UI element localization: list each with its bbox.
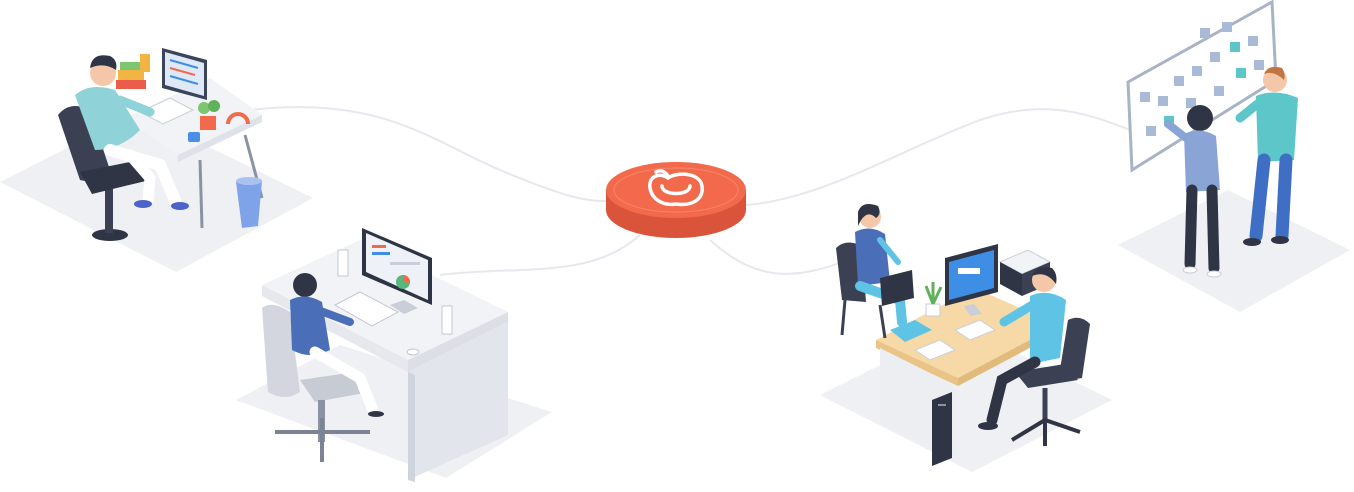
monitor-stand xyxy=(964,304,982,316)
sticky-note xyxy=(1210,52,1220,62)
monitor-stand xyxy=(390,300,418,314)
book xyxy=(118,70,144,80)
person-shirt xyxy=(1030,292,1066,364)
connector-developer xyxy=(249,106,621,203)
sticky-note xyxy=(1158,96,1168,106)
person-arm xyxy=(314,306,354,326)
keyboard xyxy=(138,97,195,125)
kanban-board xyxy=(1118,0,1350,312)
person-head xyxy=(293,273,317,297)
person-shirt xyxy=(75,86,140,150)
person-scarf xyxy=(877,237,901,265)
sticky-notes xyxy=(1140,22,1264,136)
desk-top xyxy=(125,78,262,155)
sticky-note xyxy=(1214,86,1224,96)
mug xyxy=(188,132,200,142)
plant-pot xyxy=(200,116,216,130)
person-hair xyxy=(1264,66,1285,80)
desk-leg xyxy=(198,159,204,229)
chair-back xyxy=(262,304,300,397)
hub-disc[interactable] xyxy=(606,162,746,238)
person-head xyxy=(1187,105,1213,131)
shoe xyxy=(171,202,189,210)
person-legs xyxy=(309,346,378,414)
shoe xyxy=(1243,238,1261,246)
chair-seat xyxy=(80,160,150,194)
shoe xyxy=(368,411,384,417)
mouse xyxy=(406,348,420,356)
shoe xyxy=(978,422,998,430)
person-legs xyxy=(1249,153,1293,243)
person-legs xyxy=(986,356,1041,426)
shoe xyxy=(134,200,152,208)
chair-base xyxy=(92,229,128,241)
sticky-note xyxy=(1186,98,1196,108)
hub-top xyxy=(606,162,746,218)
keyboard xyxy=(333,291,400,327)
person-shirt xyxy=(1256,92,1298,162)
shoe xyxy=(1206,270,1222,278)
headphones-icon xyxy=(226,112,250,125)
office-pair-desk xyxy=(820,204,1112,472)
desk-drawer xyxy=(408,322,508,480)
sticky-note xyxy=(1174,76,1184,86)
shoe xyxy=(1271,236,1289,244)
sticky-note xyxy=(1248,36,1258,46)
shoe xyxy=(1182,266,1198,274)
sticky-note xyxy=(1200,28,1210,38)
sticky-note xyxy=(1140,92,1150,102)
person-hair xyxy=(1032,267,1057,284)
sticky-note xyxy=(1222,22,1232,32)
trash-bin xyxy=(236,180,262,228)
chair-base xyxy=(1010,417,1081,446)
folder xyxy=(890,320,932,342)
floor-tile xyxy=(1118,190,1350,312)
person-hair xyxy=(90,55,117,70)
pc-tower xyxy=(932,392,952,466)
person-legs xyxy=(1184,184,1220,274)
sticky-note xyxy=(1230,42,1240,52)
plant xyxy=(924,282,943,305)
pencil-cup xyxy=(140,54,150,72)
sticky-note xyxy=(1192,66,1202,76)
plant-pot xyxy=(925,303,941,317)
person-arm xyxy=(1235,97,1265,123)
plant xyxy=(198,102,210,114)
developer-desk xyxy=(0,48,313,272)
document xyxy=(953,319,997,341)
speaker xyxy=(441,305,453,335)
connector-board xyxy=(744,108,1131,206)
book xyxy=(116,80,146,89)
book xyxy=(120,62,142,70)
apple-logo-icon xyxy=(648,169,704,207)
speaker xyxy=(337,249,349,277)
briefcase xyxy=(880,270,914,306)
sticky-note xyxy=(1236,68,1246,78)
person-arm xyxy=(999,299,1039,327)
connector-analyst xyxy=(439,234,641,276)
person-shirt xyxy=(1184,130,1220,192)
person-arm xyxy=(1164,120,1190,142)
person-arm xyxy=(115,95,155,117)
chair-back xyxy=(58,106,110,182)
document xyxy=(913,339,957,361)
connector-lines xyxy=(249,106,1131,276)
sticky-note xyxy=(1254,60,1264,70)
sticky-note xyxy=(1146,126,1156,136)
person-hair xyxy=(858,204,880,226)
analyst-desk xyxy=(236,228,552,482)
